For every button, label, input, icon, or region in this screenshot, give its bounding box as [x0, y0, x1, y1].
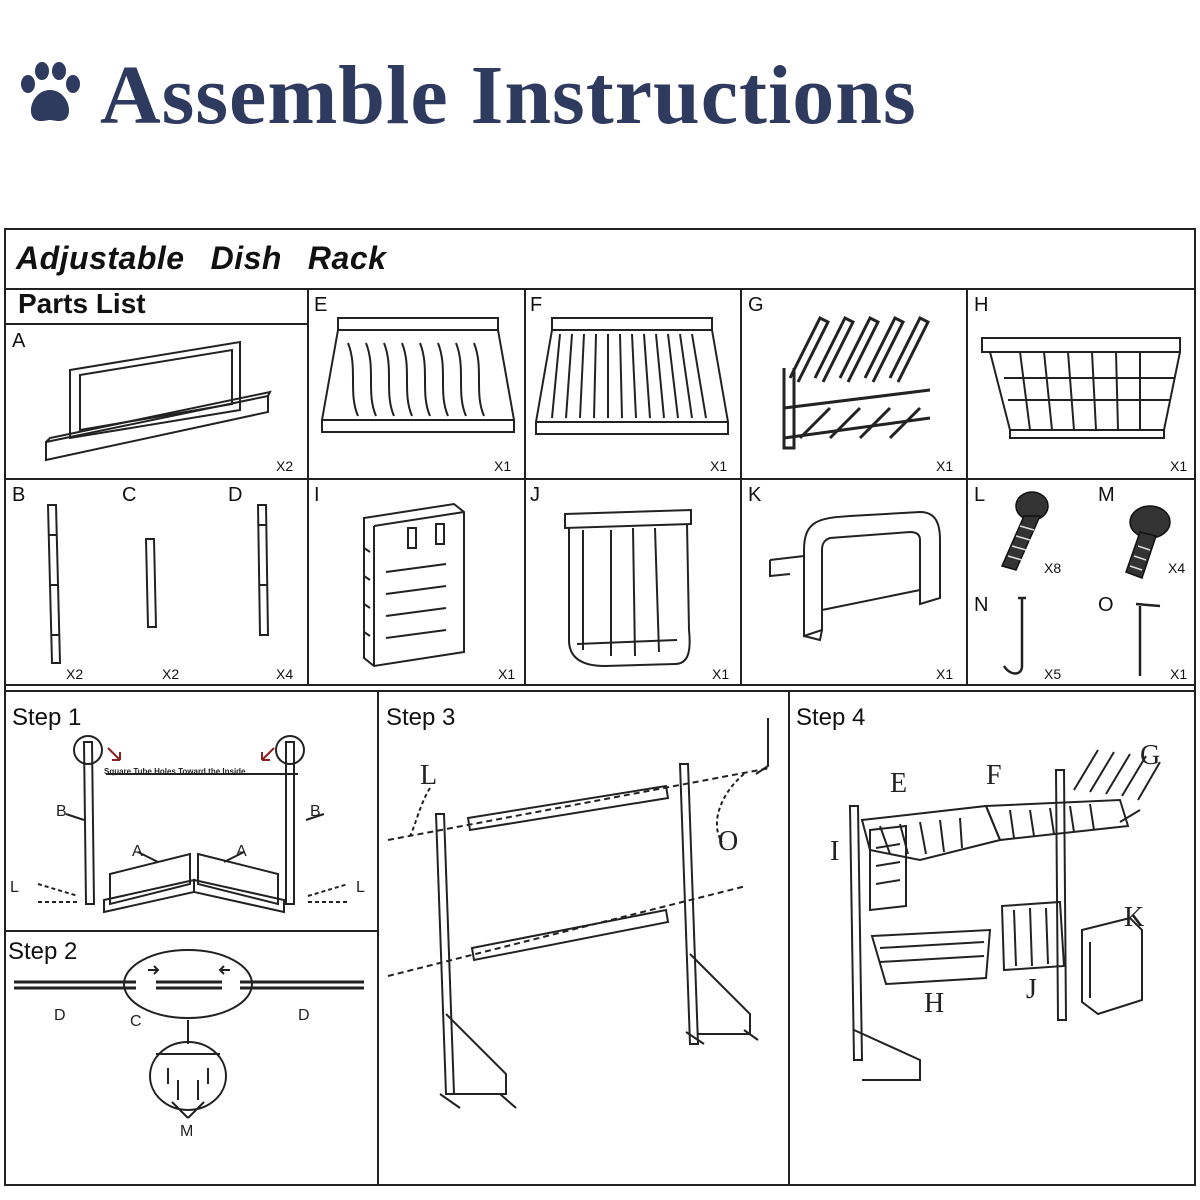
callout-label: A: [236, 843, 247, 860]
divider: [307, 288, 309, 480]
callout-label: K: [1124, 902, 1144, 933]
step2-drawing: D C D M: [14, 949, 364, 1140]
product-title: Adjustable Dish Rack: [16, 240, 412, 277]
title-word: Rack: [307, 240, 387, 276]
step-title: Step 2: [8, 938, 78, 965]
callout-label: B: [310, 803, 321, 820]
divider: [524, 288, 526, 686]
callout-label: E: [890, 768, 907, 799]
step-title: Step 4: [796, 704, 866, 731]
part-label: K: [748, 484, 762, 506]
part-label: M: [1098, 484, 1115, 506]
part-qty: X1: [936, 666, 954, 682]
step1-drawing: Square Tube Holes Toward the Inside B B …: [10, 735, 365, 914]
divider: [4, 288, 1196, 290]
part-label: F: [530, 294, 543, 316]
parts-list-label: Parts List: [18, 288, 146, 319]
callout-label: A: [132, 843, 143, 860]
callout-label: G: [1140, 740, 1160, 771]
callout-label: D: [298, 1007, 310, 1024]
callout-label: L: [10, 879, 19, 896]
part-qty: X4: [1168, 560, 1186, 576]
callout-label: L: [420, 760, 437, 791]
callout-label: D: [54, 1007, 66, 1024]
part-qty: X8: [1044, 560, 1062, 576]
part-g-drawing: [782, 315, 931, 450]
callout-label: J: [1026, 974, 1037, 1005]
page-title: Assemble Instructions: [100, 49, 917, 142]
part-qty: X1: [712, 666, 730, 682]
part-label: D: [228, 484, 243, 506]
divider: [377, 690, 379, 1186]
divider: [4, 478, 1196, 480]
part-qty: X1: [936, 458, 954, 474]
part-qty: X1: [710, 458, 728, 474]
callout-label: L: [356, 879, 365, 896]
step4-drawing: E F G I H J K: [830, 740, 1161, 1081]
divider: [966, 288, 968, 686]
callout-label: F: [986, 760, 1002, 791]
part-e-drawing: [320, 317, 516, 433]
part-label: O: [1098, 594, 1114, 616]
part-label: L: [974, 484, 986, 506]
part-j-drawing: [564, 508, 692, 668]
callout-label: H: [924, 988, 944, 1019]
title-word: Dish: [210, 240, 282, 276]
part-a-drawing: [45, 340, 272, 462]
part-label: G: [748, 294, 764, 316]
callout-label: O: [718, 826, 738, 857]
callout-label: I: [830, 836, 839, 867]
part-label: E: [314, 294, 328, 316]
divider: [788, 690, 790, 1186]
part-k-drawing: [769, 510, 941, 642]
part-h-drawing: [981, 337, 1181, 439]
part-label: B: [12, 484, 26, 506]
parts-bcd-drawing: [46, 504, 270, 664]
divider: [4, 323, 308, 325]
divider: [740, 288, 742, 686]
title-word: Adjustable: [16, 240, 185, 276]
part-label: N: [974, 594, 989, 616]
part-i-drawing: [363, 502, 465, 668]
divider: [307, 478, 309, 686]
part-label: H: [974, 294, 989, 316]
part-qty: X2: [66, 666, 84, 682]
part-qty: X1: [498, 666, 516, 682]
part-qty: X4: [276, 666, 294, 682]
part-qty: X1: [1170, 666, 1188, 682]
part-label: A: [12, 330, 26, 352]
part-qty: X1: [494, 458, 512, 474]
part-qty: X2: [276, 458, 294, 474]
parts-lmno-drawing: [1000, 491, 1171, 676]
part-label: J: [530, 484, 540, 506]
instruction-sheet: [4, 228, 1196, 1186]
paw-icon: [21, 62, 80, 121]
step1-note: Square Tube Holes Toward the Inside: [104, 767, 246, 776]
step-title: Step 3: [386, 704, 456, 731]
callout-label: B: [56, 803, 67, 820]
divider: [4, 684, 1196, 686]
part-qty: X5: [1044, 666, 1062, 682]
part-f-drawing: [534, 317, 730, 435]
callout-label: C: [130, 1013, 142, 1030]
part-label: C: [122, 484, 137, 506]
divider: [4, 930, 378, 932]
divider: [4, 690, 1196, 692]
step-title: Step 1: [12, 704, 82, 731]
step3-drawing: L O: [387, 718, 771, 1109]
part-qty: X1: [1170, 458, 1188, 474]
part-qty: X2: [162, 666, 180, 682]
page-header: Assemble Instructions: [0, 0, 1200, 200]
callout-label: M: [180, 1123, 193, 1140]
part-label: I: [314, 484, 320, 506]
